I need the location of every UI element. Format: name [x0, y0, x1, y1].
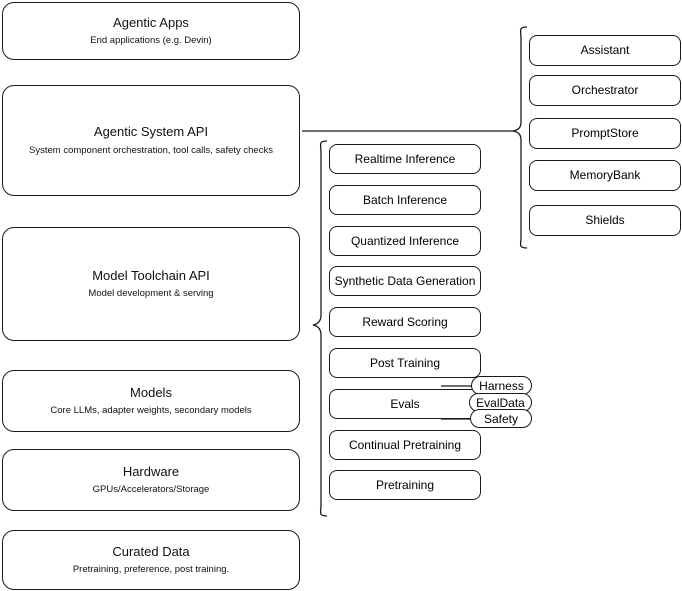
toolchain-item-label: Pretraining	[375, 477, 435, 492]
system-item-label: MemoryBank	[569, 168, 641, 182]
stack-layer-agentic-apps[interactable]: Agentic Apps End applications (e.g. Devi…	[2, 2, 300, 60]
layer-title: Curated Data	[112, 543, 190, 559]
toolchain-item-label: Evals	[390, 396, 420, 411]
toolchain-item-evals[interactable]: Evals	[329, 389, 481, 419]
layer-subtitle: Core LLMs, adapter weights, secondary mo…	[50, 405, 252, 417]
evals-pill-harness[interactable]: Harness	[471, 376, 532, 395]
layer-subtitle: System component orchestration, tool cal…	[29, 144, 273, 156]
evals-pill-evaldata[interactable]: EvalData	[469, 393, 532, 412]
toolchain-item-continual-pretraining[interactable]: Continual Pretraining	[329, 430, 481, 460]
layer-title: Agentic Apps	[113, 14, 189, 30]
system-item-assistant[interactable]: Assistant	[529, 35, 681, 66]
toolchain-item-synthetic-data-generation[interactable]: Synthetic Data Generation	[329, 266, 481, 296]
toolchain-item-realtime-inference[interactable]: Realtime Inference	[329, 144, 481, 174]
agentic-system-brace	[512, 26, 528, 249]
system-item-label: Orchestrator	[571, 83, 639, 97]
layer-subtitle: Pretraining, preference, post training.	[72, 564, 230, 576]
layer-title: Model Toolchain API	[92, 267, 210, 283]
evals-pill-label: Safety	[483, 411, 519, 426]
toolchain-item-post-training[interactable]: Post Training	[329, 348, 481, 378]
model-toolchain-brace	[312, 140, 328, 517]
system-item-label: Shields	[585, 213, 625, 227]
layer-title: Models	[130, 384, 172, 400]
layer-subtitle: GPUs/Accelerators/Storage	[92, 484, 210, 496]
system-item-promptstore[interactable]: PromptStore	[529, 118, 681, 149]
system-item-orchestrator[interactable]: Orchestrator	[529, 75, 681, 106]
layer-title: Hardware	[122, 463, 180, 479]
toolchain-item-label: Reward Scoring	[362, 314, 448, 329]
toolchain-item-label: Batch Inference	[362, 192, 448, 207]
layer-subtitle: End applications (e.g. Devin)	[90, 35, 212, 47]
toolchain-item-batch-inference[interactable]: Batch Inference	[329, 185, 481, 215]
system-item-shields[interactable]: Shields	[529, 205, 681, 236]
stack-layer-agentic-system-api[interactable]: Agentic System API System component orch…	[2, 85, 300, 196]
toolchain-item-reward-scoring[interactable]: Reward Scoring	[329, 307, 481, 337]
stack-layer-hardware[interactable]: Hardware GPUs/Accelerators/Storage	[2, 449, 300, 511]
system-item-label: Assistant	[580, 43, 630, 57]
stack-layer-model-toolchain-api[interactable]: Model Toolchain API Model development & …	[2, 227, 300, 341]
toolchain-item-label: Post Training	[369, 355, 441, 370]
toolchain-item-label: Synthetic Data Generation	[334, 273, 476, 288]
system-item-label: PromptStore	[571, 126, 639, 140]
evals-pill-label: EvalData	[476, 395, 525, 410]
stack-layer-curated-data[interactable]: Curated Data Pretraining, preference, po…	[2, 530, 300, 590]
system-item-memorybank[interactable]: MemoryBank	[529, 160, 681, 191]
toolchain-item-label: Continual Pretraining	[348, 437, 462, 452]
evals-pill-safety[interactable]: Safety	[470, 409, 532, 428]
toolchain-item-pretraining[interactable]: Pretraining	[329, 470, 481, 500]
toolchain-item-quantized-inference[interactable]: Quantized Inference	[329, 226, 481, 256]
stack-layer-models[interactable]: Models Core LLMs, adapter weights, secon…	[2, 370, 300, 432]
toolchain-item-label: Quantized Inference	[350, 233, 460, 248]
toolchain-item-label: Realtime Inference	[354, 151, 456, 166]
layer-title: Agentic System API	[93, 124, 209, 140]
evals-pill-label: Harness	[479, 378, 524, 393]
layer-subtitle: Model development & serving	[88, 288, 214, 300]
